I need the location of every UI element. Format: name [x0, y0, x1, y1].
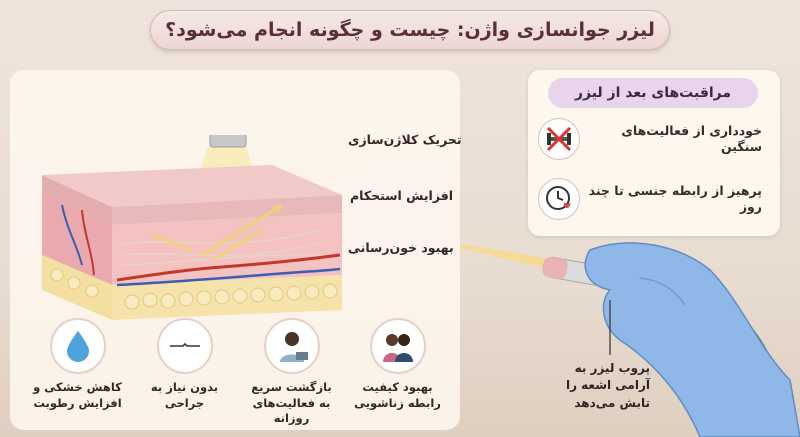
benefit-item: کاهش خشکی و افزایش رطوبت: [30, 318, 125, 411]
annotation-circulation: بهبود خون‌رسانی: [348, 240, 454, 255]
clock-heart-icon: [538, 178, 580, 220]
benefit-label: بهبود کیفیت رابطه زناشویی: [354, 380, 441, 410]
page-title: لیزر جوانسازی واژن: چیست و چگونه انجام م…: [165, 19, 655, 41]
benefit-item: بهبود کیفیت رابطه زناشویی: [350, 318, 445, 411]
skin-layers-illustration: [42, 135, 342, 320]
annotation-collagen: تحریک کلاژن‌سازی: [348, 132, 462, 147]
no-heavy-lifting-icon: [538, 118, 580, 160]
probe-caption: پروب لیزر به آرامی اشعه را تابش می‌دهد: [565, 361, 650, 410]
aftercare-item-text: پرهیز از رابطه جنسی تا چند روز: [588, 182, 762, 214]
benefit-label: کاهش خشکی و افزایش رطوبت: [33, 380, 122, 410]
no-incision-icon: [156, 318, 213, 374]
benefit-label: بدون نیاز به جراحی: [150, 380, 219, 410]
aftercare-item-text: خودداری از فعالیت‌های سنگین: [621, 122, 762, 154]
benefit-item: بازگشت سریع به فعالیت‌های روزانه: [244, 318, 339, 427]
aftercare-title: مراقبت‌های بعد از لیزر: [548, 78, 758, 108]
woman-laptop-icon: [263, 318, 320, 374]
gloved-hand-probe-illustration: [460, 242, 800, 437]
benefit-item: بدون نیاز به جراحی: [137, 318, 232, 411]
water-drop-icon: [49, 318, 106, 374]
annotation-firmness: افزایش استحکام: [350, 188, 454, 203]
aftercare-item: پرهیز از رابطه جنسی تا چند روز: [538, 178, 770, 220]
title-banner: لیزر جوانسازی واژن: چیست و چگونه انجام م…: [150, 10, 670, 50]
aftercare-item: خودداری از فعالیت‌های سنگین: [538, 118, 770, 160]
skin-diagram-panel: تحریک کلاژن‌سازی افزایش استحکام بهبود خو…: [10, 70, 462, 430]
aftercare-panel: مراقبت‌های بعد از لیزر خودداری از فعالیت…: [528, 70, 780, 236]
couple-icon: [369, 318, 426, 374]
benefit-label: بازگشت سریع به فعالیت‌های روزانه: [251, 380, 332, 426]
